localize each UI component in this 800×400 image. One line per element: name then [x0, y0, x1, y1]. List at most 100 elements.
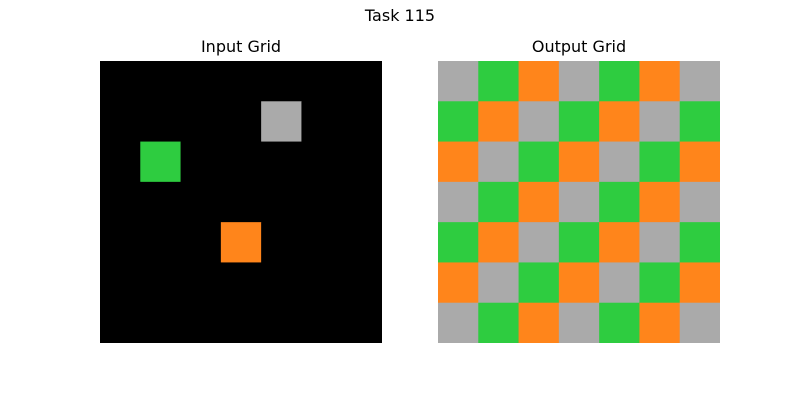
output-cell-r2-c1 [478, 141, 519, 183]
input-cell-r1-c3 [220, 101, 262, 142]
output-cell-r3-c0 [438, 181, 479, 223]
output-cell-r6-c1 [478, 302, 519, 343]
input-cell-r2-c1 [140, 141, 181, 183]
output-grid [438, 61, 720, 343]
input-cell-r4-c3 [220, 222, 262, 263]
output-cell-r1-c3 [558, 101, 600, 142]
output-cell-r6-c3 [558, 302, 600, 343]
output-cell-r4-c2 [518, 222, 560, 263]
output-cell-r3-c5 [639, 181, 681, 223]
input-cell-r4-c2 [180, 222, 222, 263]
output-cell-r1-c1 [478, 101, 519, 142]
output-cell-r4-c3 [558, 222, 600, 263]
input-cell-r4-c5 [301, 222, 343, 263]
output-cell-r0-c4 [599, 61, 640, 102]
output-grid-title: Output Grid [531, 37, 627, 56]
output-cell-r0-c3 [558, 61, 600, 102]
input-cell-r6-c0 [100, 302, 141, 343]
output-cell-r5-c1 [478, 262, 519, 304]
output-cell-r0-c5 [639, 61, 681, 102]
input-cell-r5-c5 [301, 262, 343, 304]
input-cell-r0-c1 [140, 61, 181, 102]
input-cell-r2-c4 [261, 141, 302, 183]
output-cell-r6-c6 [679, 302, 720, 343]
input-cell-r6-c1 [140, 302, 181, 343]
input-cell-r2-c5 [301, 141, 343, 183]
input-cell-r0-c5 [301, 61, 343, 102]
output-cell-r2-c4 [599, 141, 640, 183]
input-cell-r1-c5 [301, 101, 343, 142]
input-cell-r4-c6 [341, 222, 382, 263]
input-cell-r3-c5 [301, 181, 343, 223]
input-cell-r3-c0 [100, 181, 141, 223]
output-cell-r6-c0 [438, 302, 479, 343]
output-cell-r3-c4 [599, 181, 640, 223]
input-cell-r3-c6 [341, 181, 382, 223]
output-cell-r6-c4 [599, 302, 640, 343]
output-cell-r0-c6 [679, 61, 720, 102]
input-cell-r3-c4 [261, 181, 302, 223]
output-cell-r4-c0 [438, 222, 479, 263]
input-cell-r2-c3 [220, 141, 262, 183]
input-cell-r1-c4 [261, 101, 302, 142]
output-cell-r2-c3 [558, 141, 600, 183]
input-cell-r6-c4 [261, 302, 302, 343]
input-cell-r0-c4 [261, 61, 302, 102]
output-cell-r2-c5 [639, 141, 681, 183]
output-grid-canvas [438, 61, 720, 343]
output-cell-r2-c2 [518, 141, 560, 183]
input-cell-r2-c6 [341, 141, 382, 183]
output-cell-r3-c1 [478, 181, 519, 223]
output-cell-r3-c2 [518, 181, 560, 223]
output-cell-r1-c2 [518, 101, 560, 142]
output-cell-r6-c5 [639, 302, 681, 343]
input-cell-r5-c4 [261, 262, 302, 304]
input-cell-r5-c0 [100, 262, 141, 304]
input-cell-r1-c2 [180, 101, 222, 142]
output-cell-r0-c0 [438, 61, 479, 102]
input-cell-r5-c3 [220, 262, 262, 304]
input-cell-r3-c2 [180, 181, 222, 223]
input-cell-r0-c6 [341, 61, 382, 102]
output-cell-r4-c6 [679, 222, 720, 263]
output-cell-r0-c1 [478, 61, 519, 102]
output-cell-r4-c4 [599, 222, 640, 263]
figure-title: Task 115 [364, 6, 436, 25]
input-cell-r0-c0 [100, 61, 141, 102]
input-cell-r6-c3 [220, 302, 262, 343]
input-cell-r0-c3 [220, 61, 262, 102]
output-cell-r1-c0 [438, 101, 479, 142]
output-cell-r2-c0 [438, 141, 479, 183]
input-cell-r6-c6 [341, 302, 382, 343]
input-cell-r5-c6 [341, 262, 382, 304]
output-cell-r1-c5 [639, 101, 681, 142]
output-cell-r4-c1 [478, 222, 519, 263]
input-cell-r3-c1 [140, 181, 181, 223]
output-cell-r6-c2 [518, 302, 560, 343]
input-cell-r2-c0 [100, 141, 141, 183]
input-cell-r2-c2 [180, 141, 222, 183]
output-cell-r5-c3 [558, 262, 600, 304]
output-cell-r5-c6 [679, 262, 720, 304]
output-cell-r1-c4 [599, 101, 640, 142]
input-cell-r4-c4 [261, 222, 302, 263]
input-cell-r3-c3 [220, 181, 262, 223]
input-cell-r0-c2 [180, 61, 222, 102]
output-cell-r0-c2 [518, 61, 560, 102]
input-cell-r1-c1 [140, 101, 181, 142]
output-cell-r3-c6 [679, 181, 720, 223]
output-cell-r1-c6 [679, 101, 720, 142]
output-cell-r5-c5 [639, 262, 681, 304]
output-cell-r5-c2 [518, 262, 560, 304]
input-cell-r1-c0 [100, 101, 141, 142]
output-cell-r3-c3 [558, 181, 600, 223]
output-cell-r5-c4 [599, 262, 640, 304]
output-cell-r4-c5 [639, 222, 681, 263]
input-cell-r1-c6 [341, 101, 382, 142]
input-cell-r4-c1 [140, 222, 181, 263]
output-cell-r2-c6 [679, 141, 720, 183]
input-grid-title: Input Grid [200, 37, 282, 56]
input-cell-r6-c5 [301, 302, 343, 343]
input-cell-r5-c1 [140, 262, 181, 304]
input-cell-r4-c0 [100, 222, 141, 263]
